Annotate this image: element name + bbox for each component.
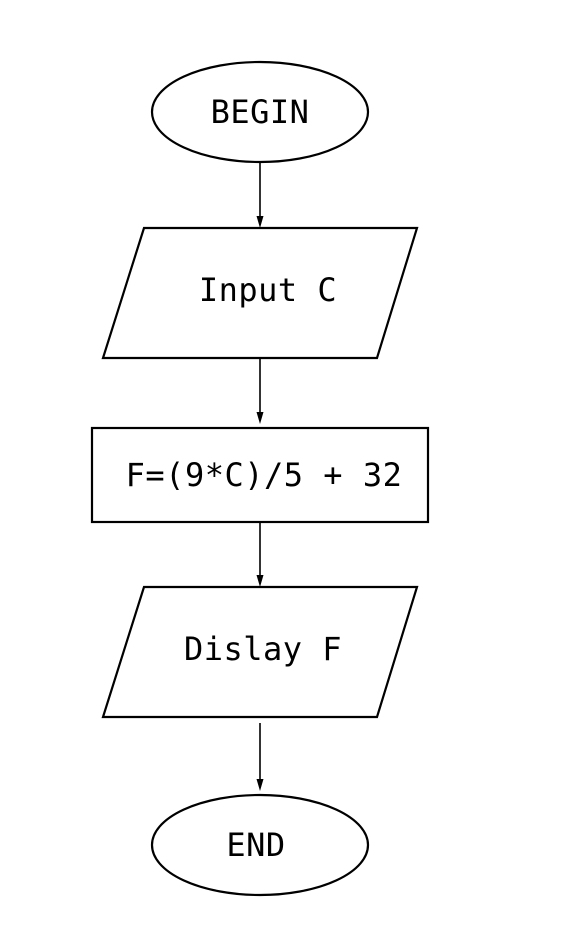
begin-label: BEGIN bbox=[211, 93, 310, 131]
end-label: END bbox=[226, 826, 285, 864]
input-label: Input C bbox=[199, 271, 337, 309]
edges bbox=[256, 162, 264, 791]
display-io-shape bbox=[101, 585, 419, 719]
process-shape bbox=[90, 426, 430, 524]
node-end: END bbox=[150, 793, 370, 897]
node-begin: BEGIN bbox=[150, 60, 370, 164]
process-label: F=(9*C)/5 + 32 bbox=[126, 456, 403, 494]
edge-begin-input bbox=[256, 162, 264, 228]
begin-terminator-shape bbox=[150, 60, 370, 164]
display-label: Dislay F bbox=[184, 630, 342, 668]
input-io-shape bbox=[101, 226, 419, 360]
node-input: Input C bbox=[101, 226, 419, 360]
edge-input-process bbox=[256, 358, 264, 424]
node-process: F=(9*C)/5 + 32 bbox=[90, 426, 430, 524]
edge-process-display bbox=[256, 522, 264, 587]
node-display: Dislay F bbox=[101, 585, 419, 719]
edge-display-end bbox=[256, 723, 264, 791]
end-terminator-shape bbox=[150, 793, 370, 897]
